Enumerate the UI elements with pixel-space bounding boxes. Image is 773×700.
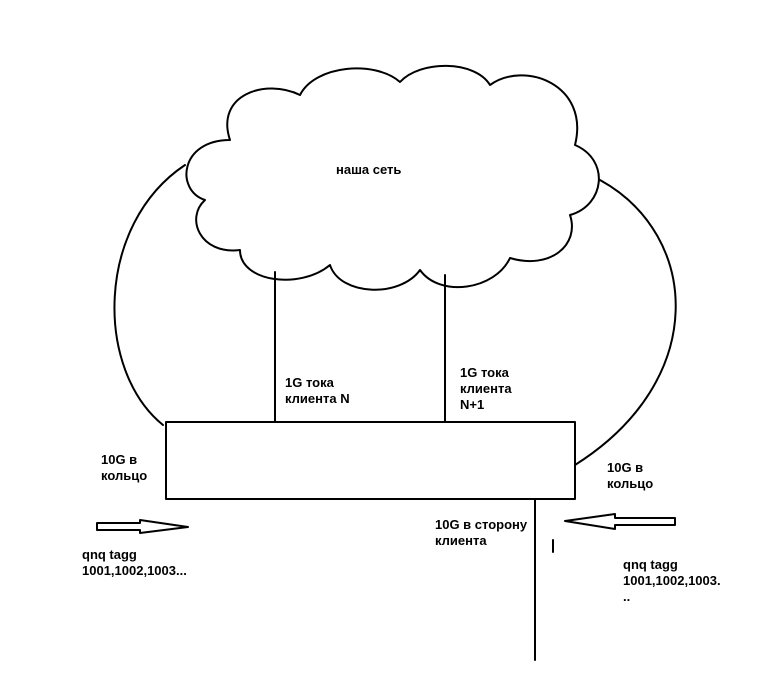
ring-left-arc [113, 164, 186, 426]
label-qnq-left: qnq tagg 1001,1002,1003... [82, 547, 187, 578]
cloud-shape [185, 64, 600, 291]
arrow-left-icon [564, 513, 676, 530]
label-link-client-n1: 1G тока клиента N+1 [460, 365, 512, 412]
label-client-uplink: 10G в сторону клиента [435, 517, 528, 548]
switch-box [165, 421, 576, 500]
arrow-right-icon [96, 519, 189, 534]
label-ring-right: 10G в кольцо [607, 460, 654, 491]
label-qnq-right: qnq tagg 1001,1002,1003. .. [623, 557, 721, 604]
label-ring-left: 10G в кольцо [101, 452, 148, 483]
ring-right-arc [574, 179, 677, 466]
label-link-client-n: 1G тока клиента N [285, 375, 350, 406]
cloud-label: наша сеть [336, 162, 402, 177]
